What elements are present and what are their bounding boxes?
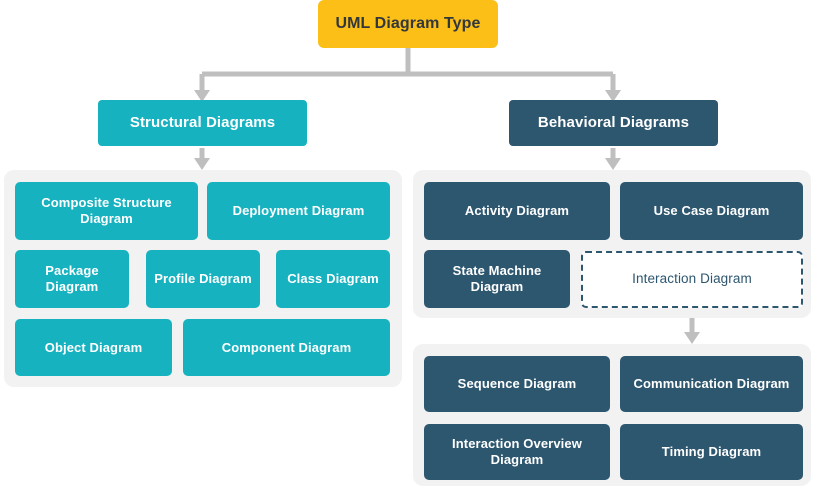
node-interaction-diagram[interactable]: Interaction Diagram (581, 251, 803, 308)
node-deployment-diagram[interactable]: Deployment Diagram (207, 182, 390, 240)
node-state-machine-diagram[interactable]: State Machine Diagram (424, 250, 570, 308)
node-composite-structure-diagram[interactable]: Composite Structure Diagram (15, 182, 198, 240)
node-structural-diagrams[interactable]: Structural Diagrams (98, 100, 307, 146)
node-profile-diagram[interactable]: Profile Diagram (146, 250, 260, 308)
node-communication-diagram[interactable]: Communication Diagram (620, 356, 803, 412)
arrowhead-behavioral-panel (605, 158, 621, 170)
node-activity-diagram[interactable]: Activity Diagram (424, 182, 610, 240)
node-sequence-diagram[interactable]: Sequence Diagram (424, 356, 610, 412)
arrowhead-structural-panel (194, 158, 210, 170)
node-use-case-diagram[interactable]: Use Case Diagram (620, 182, 803, 240)
arrowhead-interaction-panel (684, 332, 700, 344)
node-class-diagram[interactable]: Class Diagram (276, 250, 390, 308)
node-package-diagram[interactable]: Package Diagram (15, 250, 129, 308)
node-uml-diagram-type[interactable]: UML Diagram Type (318, 0, 498, 48)
node-timing-diagram[interactable]: Timing Diagram (620, 424, 803, 480)
node-behavioral-diagrams[interactable]: Behavioral Diagrams (509, 100, 718, 146)
node-interaction-overview-diagram[interactable]: Interaction Overview Diagram (424, 424, 610, 480)
node-object-diagram[interactable]: Object Diagram (15, 319, 172, 376)
node-component-diagram[interactable]: Component Diagram (183, 319, 390, 376)
